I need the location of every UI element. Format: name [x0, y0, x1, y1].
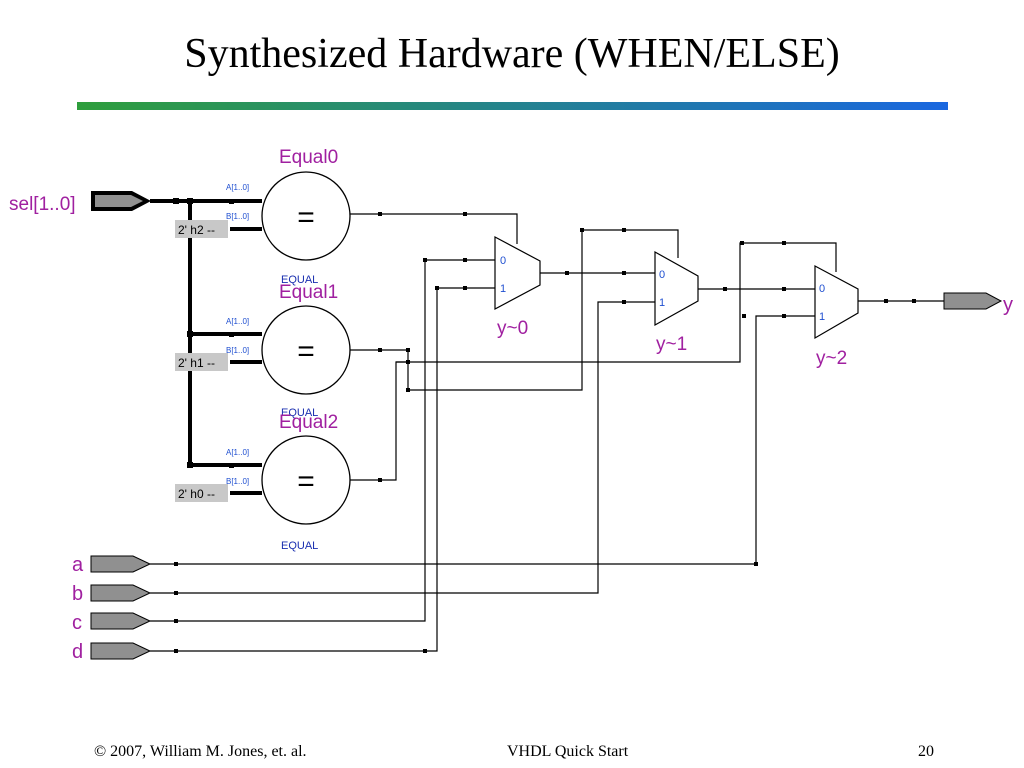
slide-title: Synthesized Hardware (WHEN/ELSE) [184, 31, 840, 77]
equal2-port-a: A[1..0] [226, 448, 249, 457]
output-pin-y [943, 292, 1003, 310]
equal0-block: Equal0 = A[1..0] B[1..0] 2' h2 -- EQUAL [175, 147, 351, 286]
title-rule [77, 102, 948, 110]
mux-y2-in0: 0 [819, 283, 825, 295]
equal1-name: Equal1 [279, 282, 338, 303]
mux-y1-in0: 0 [659, 269, 665, 281]
mux-y0-in1: 1 [500, 283, 506, 295]
equal0-constant: 2' h2 -- [178, 223, 215, 237]
equal0-port-b: B[1..0] [226, 212, 249, 221]
equal2-type: EQUAL [281, 540, 318, 552]
mux-y2-in1: 1 [819, 311, 825, 323]
mux-y0-label: y~0 [497, 318, 528, 339]
input-label-a: a [72, 554, 84, 576]
equal1-symbol: = [297, 335, 315, 368]
mux-y0: 0 1 y~0 [494, 236, 541, 339]
equal1-port-b: B[1..0] [226, 346, 249, 355]
equal2-port-b: B[1..0] [226, 477, 249, 486]
mux-y1-label: y~1 [656, 334, 687, 355]
input-label-d: d [72, 641, 83, 663]
equal0-type: EQUAL [281, 274, 318, 286]
equal2-constant: 2' h0 -- [178, 487, 215, 501]
mux-y2-label: y~2 [816, 348, 847, 369]
equal2-name: Equal2 [279, 412, 338, 433]
sel-label: sel[1..0] [9, 194, 76, 215]
equal2-block: Equal2 = A[1..0] B[1..0] 2' h0 -- EQUAL [175, 412, 351, 552]
input-label-c: c [72, 612, 82, 634]
input-pin-d [90, 642, 152, 660]
equal1-type: EQUAL [281, 407, 318, 419]
mux-y0-in0: 0 [500, 255, 506, 267]
input-pin-b [90, 584, 152, 602]
junction-dots [173, 198, 916, 653]
sel-input-pin [91, 191, 151, 211]
equal2-symbol: = [297, 465, 315, 498]
input-pin-a [90, 555, 152, 573]
input-label-b: b [72, 583, 83, 605]
output-label: y [1003, 294, 1013, 316]
footer-copyright: © 2007, William M. Jones, et. al. [94, 743, 307, 760]
mux-y2: 0 1 y~2 [814, 264, 859, 369]
wires [150, 199, 944, 652]
footer-page-number: 20 [918, 743, 934, 760]
mux-y1: 0 1 y~1 [654, 250, 699, 355]
equal1-port-a: A[1..0] [226, 317, 249, 326]
equal1-constant: 2' h1 -- [178, 356, 215, 370]
equal0-symbol: = [297, 201, 315, 234]
equal1-block: Equal1 = A[1..0] B[1..0] 2' h1 -- EQUAL [175, 282, 351, 419]
footer-course: VHDL Quick Start [507, 743, 629, 760]
input-pin-c [90, 612, 152, 630]
equal0-name: Equal0 [279, 147, 338, 168]
equal0-port-a: A[1..0] [226, 183, 249, 192]
mux-y1-in1: 1 [659, 297, 665, 309]
